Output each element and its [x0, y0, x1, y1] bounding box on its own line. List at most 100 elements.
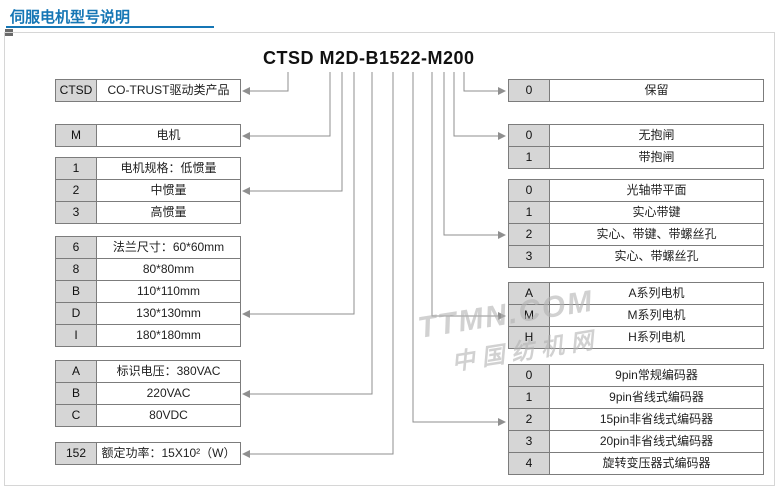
- code-cell: M: [55, 124, 97, 147]
- code-cell: A: [508, 282, 550, 305]
- desc-cell: 20pin非省线式编码器: [549, 430, 764, 453]
- desc-cell: 15pin非省线式编码器: [549, 408, 764, 431]
- desc-cell: 实心、带螺丝孔: [549, 245, 764, 268]
- code-cell: 3: [508, 430, 550, 453]
- code-cell: B: [55, 382, 97, 405]
- desc-cell: 光轴带平面: [549, 179, 764, 202]
- desc-cell: 80*80mm: [96, 258, 241, 281]
- desc-cell: 130*130mm: [96, 302, 241, 325]
- desc-cell: 220VAC: [96, 382, 241, 405]
- code-cell: 0: [508, 179, 550, 202]
- code-cell: C: [55, 404, 97, 427]
- code-cell: 6: [55, 236, 97, 259]
- desc-cell: 实心带键: [549, 201, 764, 224]
- desc-cell: 无抱闸: [549, 124, 764, 147]
- code-cell: 0: [508, 364, 550, 387]
- code-cell: 1: [55, 157, 97, 180]
- desc-cell: 80VDC: [96, 404, 241, 427]
- desc-cell: 带抱闸: [549, 146, 764, 169]
- desc-cell: 电机规格：低惯量: [96, 157, 241, 180]
- code-cell: 1: [508, 146, 550, 169]
- desc-cell: 法兰尺寸：60*60mm: [96, 236, 241, 259]
- code-cell: M: [508, 304, 550, 327]
- code-cell: I: [55, 324, 97, 347]
- code-cell: 8: [55, 258, 97, 281]
- desc-cell: 标识电压：380VAC: [96, 360, 241, 383]
- desc-cell: 实心、带键、带螺丝孔: [549, 223, 764, 246]
- desc-cell: M系列电机: [549, 304, 764, 327]
- code-cell: 4: [508, 452, 550, 475]
- desc-cell: 110*110mm: [96, 280, 241, 303]
- desc-cell: 180*180mm: [96, 324, 241, 347]
- code-cell: 152: [55, 442, 97, 465]
- code-cell: 1: [508, 386, 550, 409]
- desc-cell: A系列电机: [549, 282, 764, 305]
- title-underline: [6, 26, 214, 28]
- code-cell: 0: [508, 79, 550, 102]
- content-frame: [4, 32, 775, 486]
- code-cell: B: [55, 280, 97, 303]
- code-cell: 2: [55, 179, 97, 202]
- desc-cell: 高惯量: [96, 201, 241, 224]
- code-cell: 1: [508, 201, 550, 224]
- page-title: 伺服电机型号说明: [10, 9, 131, 26]
- desc-cell: 额定功率：15X10²（W）: [96, 442, 241, 465]
- code-cell: CTSD: [55, 79, 97, 102]
- code-cell: H: [508, 326, 550, 349]
- desc-cell: 电机: [96, 124, 241, 147]
- code-cell: D: [55, 302, 97, 325]
- code-cell: 2: [508, 408, 550, 431]
- desc-cell: H系列电机: [549, 326, 764, 349]
- desc-cell: 中惯量: [96, 179, 241, 202]
- code-cell: A: [55, 360, 97, 383]
- code-cell: 2: [508, 223, 550, 246]
- code-cell: 0: [508, 124, 550, 147]
- model-code: CTSD M2D-B1522-M200: [263, 48, 475, 68]
- desc-cell: CO-TRUST驱动类产品: [96, 79, 241, 102]
- desc-cell: 旋转变压器式编码器: [549, 452, 764, 475]
- desc-cell: 9pin常规编码器: [549, 364, 764, 387]
- code-cell: 3: [55, 201, 97, 224]
- desc-cell: 9pin省线式编码器: [549, 386, 764, 409]
